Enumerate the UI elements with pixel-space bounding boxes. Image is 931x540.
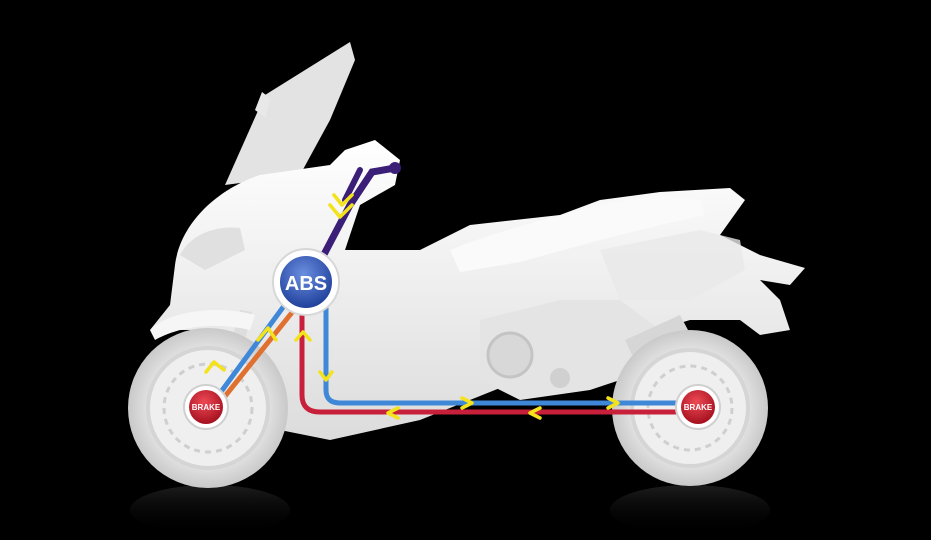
engine-pulley	[486, 331, 534, 379]
rear-cowl	[600, 230, 745, 300]
brake-line-front-orange	[216, 298, 304, 407]
arrow-down-icon	[328, 203, 354, 219]
arrow-icon	[204, 360, 226, 374]
floor-reflection-front	[130, 485, 290, 535]
rear-shock	[625, 315, 688, 355]
arrow-right-icon	[606, 396, 620, 410]
brake-line-handlebar	[316, 164, 399, 266]
windscreen	[225, 42, 355, 185]
floor-reflection-rear	[610, 485, 770, 535]
brake-line-front-blue	[212, 293, 295, 402]
headlight	[180, 227, 245, 270]
arrow-icon	[256, 326, 278, 342]
mirror	[255, 92, 270, 118]
arrow-left-icon	[386, 406, 400, 420]
brake-line-rear-blue	[323, 300, 698, 406]
seat	[450, 195, 705, 272]
arrow-down-icon	[318, 370, 334, 382]
front-fender	[150, 310, 255, 340]
flow-arrows	[204, 193, 620, 420]
brake-rear-badge: BRAKE	[675, 384, 721, 430]
arrow-left-icon	[528, 406, 542, 420]
brake-line-lever	[342, 167, 363, 203]
brake-rear-label: BRAKE	[684, 403, 713, 412]
arrow-up-icon	[294, 330, 312, 342]
brake-line-rear-red	[299, 305, 698, 415]
brake-front-label: BRAKE	[192, 403, 221, 412]
engine-bolt	[550, 368, 570, 388]
brake-front-badge: BRAKE	[183, 384, 229, 430]
arrow-down-icon	[332, 193, 354, 207]
arrow-right-icon	[460, 396, 474, 410]
engine-block	[480, 300, 660, 400]
brake-lever-end	[389, 162, 401, 174]
abs-module: ABS	[272, 248, 340, 316]
abs-label: ABS	[285, 273, 327, 295]
